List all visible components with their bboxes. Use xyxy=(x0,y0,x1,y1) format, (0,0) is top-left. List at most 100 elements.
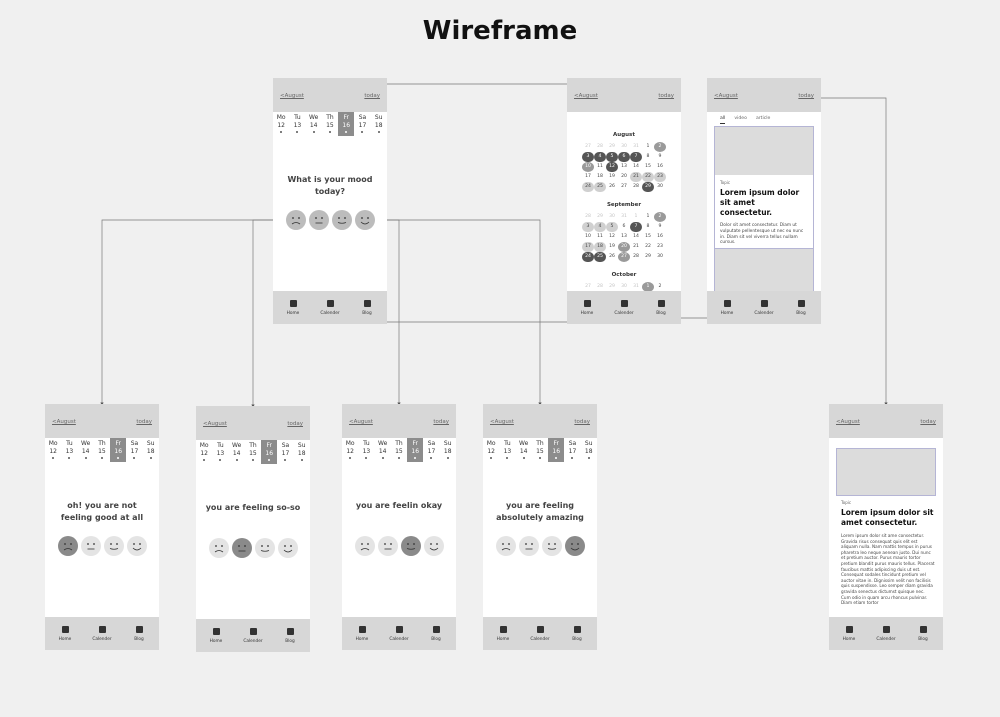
tab-home[interactable]: Home xyxy=(712,300,742,316)
today-link[interactable]: today xyxy=(798,93,814,99)
today-link[interactable]: today xyxy=(287,421,303,427)
week-day[interactable]: Fr 16 xyxy=(548,438,565,462)
tab-home[interactable]: Home xyxy=(572,300,602,316)
calendar-day[interactable]: 11 xyxy=(597,164,603,169)
week-day[interactable]: Sa 17 xyxy=(423,438,439,462)
calendar-day[interactable]: 2 xyxy=(658,284,662,289)
week-day[interactable]: We 14 xyxy=(306,112,322,136)
calendar-day[interactable]: 10 xyxy=(582,162,594,172)
week-day[interactable]: Mo 12 xyxy=(45,438,61,462)
tab-blog[interactable]: Blog xyxy=(786,300,816,316)
week-day[interactable]: Mo 12 xyxy=(196,440,212,464)
mood-face-icon[interactable] xyxy=(126,536,147,556)
calendar-day[interactable]: 18 xyxy=(594,242,606,252)
calendar-day[interactable]: 6 xyxy=(618,152,630,162)
calendar-day[interactable]: 16 xyxy=(657,234,663,239)
calendar-day[interactable]: 15 xyxy=(645,164,651,169)
tab-blog[interactable]: Blog xyxy=(352,300,382,316)
calendar-day[interactable]: 20 xyxy=(618,242,630,252)
tab-blog[interactable]: Blog xyxy=(124,626,154,642)
mood-face-icon[interactable] xyxy=(518,536,539,556)
calendar-day[interactable]: 15 xyxy=(645,234,651,239)
calendar-day[interactable]: 25 xyxy=(594,252,606,262)
blog-tab[interactable]: article xyxy=(755,116,771,121)
week-day[interactable]: Fr 16 xyxy=(110,438,127,462)
tab-home[interactable]: Home xyxy=(488,626,518,642)
calendar-day[interactable]: 29 xyxy=(609,284,615,289)
calendar-day[interactable]: 28 xyxy=(597,284,603,289)
calendar-day[interactable]: 30 xyxy=(657,184,663,189)
calendar-day[interactable]: 31 xyxy=(621,214,627,219)
calendar-day[interactable]: 28 xyxy=(633,254,639,259)
calendar-day[interactable]: 21 xyxy=(633,244,639,249)
calendar-day[interactable]: 27 xyxy=(621,184,627,189)
mood-face-icon[interactable] xyxy=(541,536,562,556)
week-day[interactable]: Th 15 xyxy=(245,440,261,464)
tab-calendar[interactable]: Calender xyxy=(87,626,117,642)
week-day[interactable]: Fr 16 xyxy=(407,438,424,462)
calendar-day[interactable]: 13 xyxy=(621,234,627,239)
calendar-day[interactable]: 31 xyxy=(633,144,639,149)
week-day[interactable]: Sa 17 xyxy=(277,440,293,464)
back-month-link[interactable]: <August xyxy=(714,93,738,99)
tab-calendar[interactable]: Calender xyxy=(315,300,345,316)
calendar-day[interactable]: 19 xyxy=(609,174,615,179)
back-month-link[interactable]: <August xyxy=(349,419,373,425)
mood-face-icon[interactable] xyxy=(208,538,229,558)
tab-home[interactable]: Home xyxy=(834,626,864,642)
back-month-link[interactable]: <August xyxy=(280,93,304,99)
tab-home[interactable]: Home xyxy=(278,300,308,316)
calendar-day[interactable]: 13 xyxy=(621,164,627,169)
tab-blog[interactable]: Blog xyxy=(562,626,592,642)
week-day[interactable]: Su 18 xyxy=(581,438,597,462)
calendar-day[interactable]: 29 xyxy=(609,144,615,149)
calendar-day[interactable]: 25 xyxy=(594,182,606,192)
week-day[interactable]: Tu 13 xyxy=(61,438,77,462)
calendar-day[interactable]: 2 xyxy=(654,212,666,222)
week-day[interactable]: Mo 12 xyxy=(342,438,358,462)
week-day[interactable]: Tu 13 xyxy=(499,438,515,462)
week-day[interactable]: Fr 16 xyxy=(261,440,278,464)
calendar-day[interactable]: 17 xyxy=(585,174,591,179)
week-day[interactable]: Sa 17 xyxy=(126,438,142,462)
calendar-day[interactable]: 7 xyxy=(630,152,642,162)
mood-face-icon[interactable] xyxy=(354,536,375,556)
mood-face-icon[interactable] xyxy=(103,536,124,556)
mood-face-icon[interactable] xyxy=(254,538,275,558)
tab-calendar[interactable]: Calender xyxy=(609,300,639,316)
week-day[interactable]: We 14 xyxy=(78,438,94,462)
tab-blog[interactable]: Blog xyxy=(421,626,451,642)
calendar-day[interactable]: 12 xyxy=(609,234,615,239)
week-day[interactable]: Su 18 xyxy=(143,438,159,462)
calendar-day[interactable]: 28 xyxy=(597,144,603,149)
week-day[interactable]: Su 18 xyxy=(440,438,456,462)
calendar-day[interactable]: 8 xyxy=(646,224,650,229)
calendar-day[interactable]: 29 xyxy=(597,214,603,219)
calendar-day[interactable]: 30 xyxy=(657,254,663,259)
mood-face-icon[interactable] xyxy=(80,536,101,556)
back-month-link[interactable]: <August xyxy=(574,93,598,99)
week-day[interactable]: Tu 13 xyxy=(212,440,228,464)
mood-face-icon[interactable] xyxy=(400,536,421,556)
calendar-day[interactable]: 30 xyxy=(621,144,627,149)
tab-home[interactable]: Home xyxy=(201,628,231,644)
week-day[interactable]: Tu 13 xyxy=(358,438,374,462)
calendar-day[interactable]: 3 xyxy=(582,222,594,232)
tab-calendar[interactable]: Calender xyxy=(525,626,555,642)
week-day[interactable]: Su 18 xyxy=(294,440,310,464)
calendar-day[interactable]: 14 xyxy=(633,164,639,169)
calendar-day[interactable]: 10 xyxy=(585,234,591,239)
calendar-day[interactable]: 23 xyxy=(657,244,663,249)
week-day[interactable]: We 14 xyxy=(229,440,245,464)
calendar-day[interactable]: 1 xyxy=(646,214,650,219)
week-day[interactable]: Th 15 xyxy=(532,438,548,462)
calendar-day[interactable]: 16 xyxy=(657,164,663,169)
calendar-day[interactable]: 29 xyxy=(645,254,651,259)
back-month-link[interactable]: <August xyxy=(490,419,514,425)
today-link[interactable]: today xyxy=(920,419,936,425)
tab-calendar[interactable]: Calender xyxy=(238,628,268,644)
calendar-day[interactable]: 26 xyxy=(609,184,615,189)
calendar-day[interactable]: 8 xyxy=(646,154,650,159)
mood-face-icon[interactable] xyxy=(308,210,329,230)
